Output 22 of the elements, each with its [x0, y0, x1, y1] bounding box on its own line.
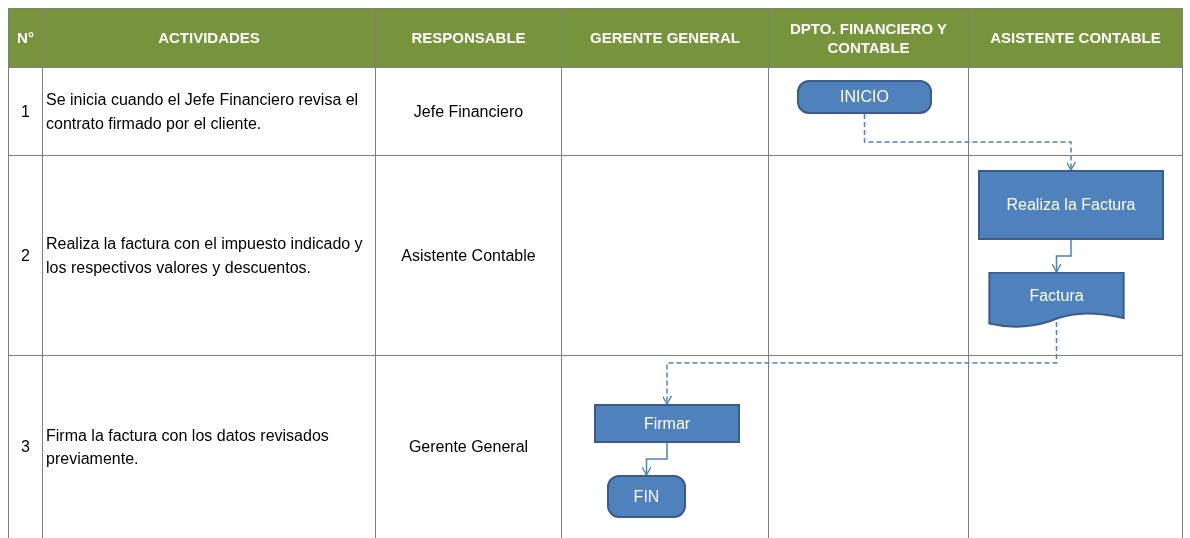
responsible-role: Jefe Financiero [375, 67, 562, 156]
document-shape: Factura [988, 272, 1125, 328]
column-header: ACTIVIDADES [42, 8, 376, 68]
column-header: RESPONSABLE [375, 8, 562, 68]
activity-description: Realiza la factura con el impuesto indicado y los respectivos valores y descuentos. [42, 155, 376, 356]
row-number: 1 [8, 67, 43, 156]
responsible-role: Asistente Contable [375, 155, 562, 356]
process-box: Firmar [594, 404, 740, 443]
row-number: 2 [8, 155, 43, 356]
arrow [1051, 239, 1072, 273]
column-header: DPTO. FINANCIERO Y CONTABLE [768, 8, 969, 68]
activity-description: Se inicia cuando el Jefe Financiero revisa el contrato firmado por el cliente. [42, 67, 376, 156]
column-header: N° [8, 8, 43, 68]
row-number: 3 [8, 355, 43, 538]
arrow [641, 442, 668, 476]
arrow [863, 113, 1077, 171]
column-header: GERENTE GENERAL [561, 8, 769, 68]
arrow [661, 321, 1058, 405]
terminal-shape: FIN [607, 475, 686, 518]
column-header: ASISTENTE CONTABLE [968, 8, 1183, 68]
process-box: Realiza la Factura [978, 170, 1164, 240]
terminal-shape: INICIO [797, 80, 932, 114]
